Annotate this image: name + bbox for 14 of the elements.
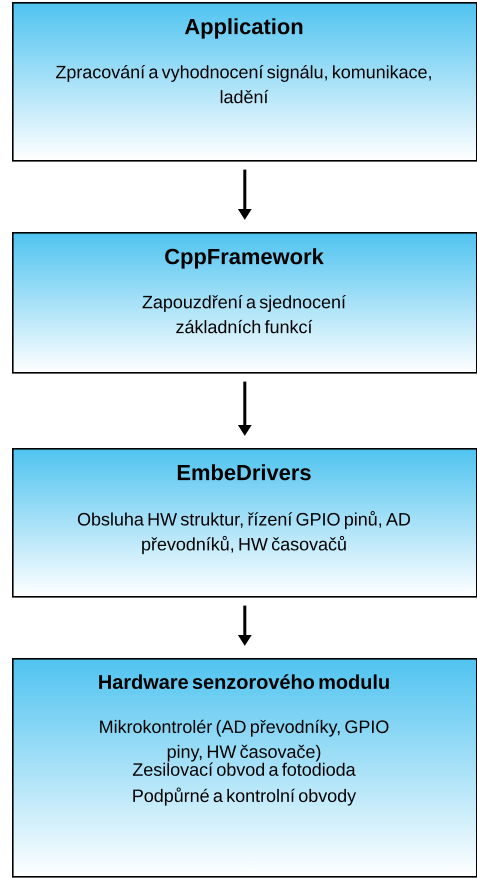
layer-box	[12, 2, 477, 162]
box-description: Zapouzdření a sjednocení základních funkcí	[142, 295, 346, 334]
box-description: Podpůrné a kontrolní obvody	[133, 787, 356, 806]
box-heading: EmbeDrivers	[178, 464, 311, 480]
box-description: Zpracování a vyhodnocení signálu, komunikace, ladění	[56, 65, 431, 104]
box-description: Obsluha HW struktur, řízení GPIO pinů, AD převodníků, HW časovačů	[78, 511, 410, 554]
box-heading: Hardware senzorového modulu	[99, 674, 389, 689]
box-description: Zesilovací obvod a fotodioda	[132, 762, 356, 776]
box-heading: CppFramework	[165, 248, 324, 269]
box-description: Mikrokontrolér (AD převodníky, GPIO piny, HW časovače)	[100, 720, 388, 762]
layer-box	[12, 232, 477, 374]
layer-box	[12, 448, 477, 598]
layer-box	[12, 658, 477, 878]
box-heading: Application	[184, 18, 302, 39]
